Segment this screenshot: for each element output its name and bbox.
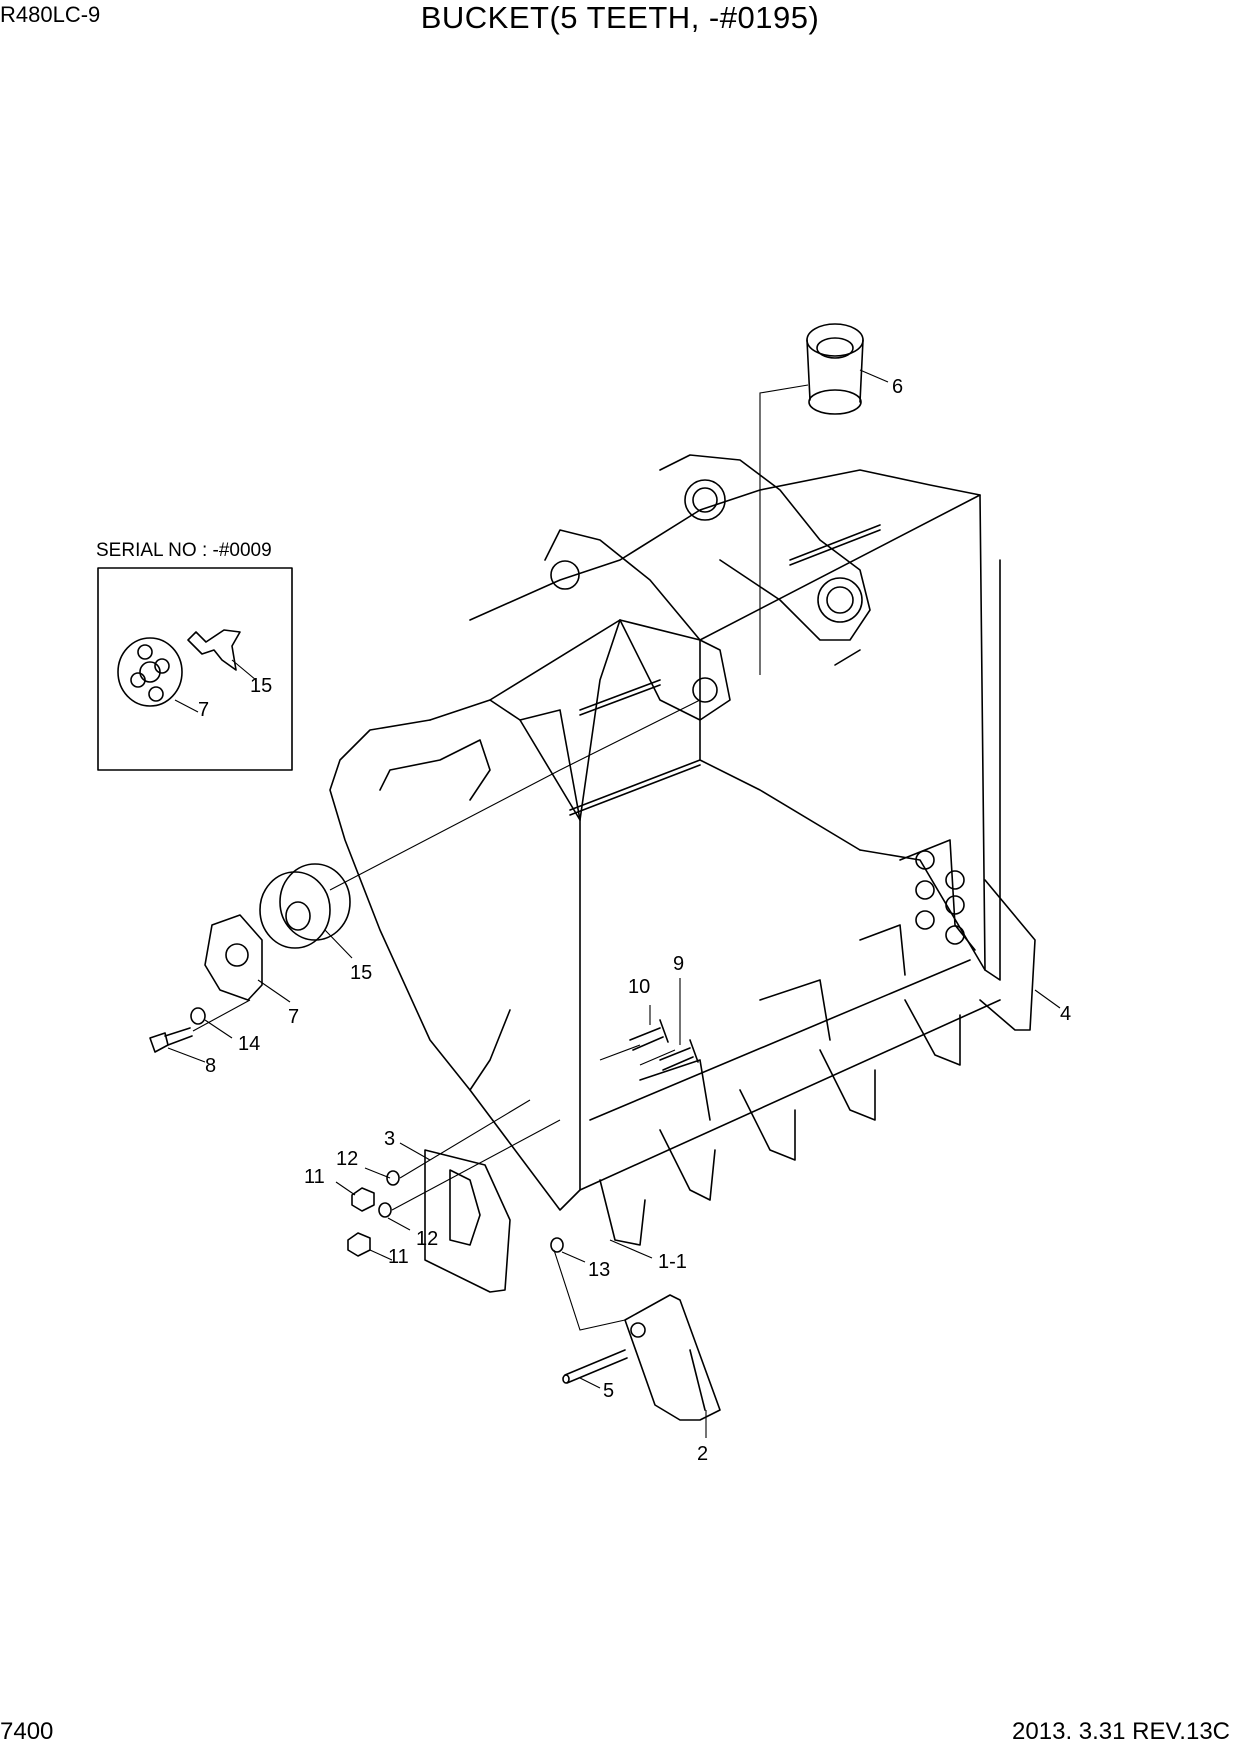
callout-12-upper: 12 bbox=[336, 1148, 358, 1170]
callout-8: 8 bbox=[205, 1055, 216, 1077]
washer-part-13 bbox=[550, 1237, 564, 1253]
nut-part-11-lower bbox=[347, 1232, 371, 1257]
bolt-part-10 bbox=[629, 1019, 669, 1051]
bolt-part-9 bbox=[659, 1039, 699, 1071]
inset-label-15: 15 bbox=[250, 675, 272, 697]
page-number: 7400 bbox=[0, 1718, 54, 1745]
callout-9: 9 bbox=[673, 953, 684, 975]
bushing-part-6 bbox=[806, 323, 864, 415]
inset-caption: SERIAL NO : -#0009 bbox=[96, 540, 272, 561]
washer-part-14 bbox=[190, 1007, 206, 1025]
callout-6: 6 bbox=[892, 376, 903, 398]
callout-12-lower: 12 bbox=[416, 1228, 438, 1250]
inset-plate-drawing bbox=[117, 637, 183, 707]
teeth-row bbox=[599, 924, 961, 1246]
callout-7: 7 bbox=[288, 1006, 299, 1028]
bolt-part-8 bbox=[149, 1027, 193, 1053]
callout-15: 15 bbox=[350, 962, 372, 984]
leader-lines bbox=[167, 369, 1061, 1438]
callout-11-lower: 11 bbox=[388, 1246, 409, 1268]
callout-11-upper: 11 bbox=[304, 1166, 325, 1188]
callout-10: 10 bbox=[628, 976, 650, 998]
callout-2: 2 bbox=[697, 1443, 708, 1465]
callout-3: 3 bbox=[384, 1128, 395, 1150]
inset-frame bbox=[97, 567, 293, 771]
washer-part-12-upper bbox=[386, 1170, 400, 1186]
inset-clip-drawing bbox=[187, 629, 241, 671]
nut-part-11-upper bbox=[351, 1187, 375, 1212]
plate-part-7 bbox=[204, 914, 263, 1001]
tooth-part-2 bbox=[624, 1294, 721, 1421]
shim-ring-part-15 bbox=[259, 863, 351, 949]
washer-part-12-lower bbox=[378, 1202, 392, 1218]
page-title: BUCKET(5 TEETH, -#0195) bbox=[420, 0, 820, 35]
pin-part-5 bbox=[562, 1349, 628, 1384]
callout-13: 13 bbox=[588, 1259, 610, 1281]
callout-1-1: 1-1 bbox=[658, 1251, 687, 1273]
callout-4: 4 bbox=[1060, 1003, 1071, 1025]
callout-5: 5 bbox=[603, 1380, 614, 1402]
side-plate-part-3 bbox=[424, 1149, 511, 1293]
model-code: R480LC-9 bbox=[0, 2, 101, 27]
revision-date: 2013. 3.31 REV.13C bbox=[1012, 1718, 1230, 1745]
inset-label-7: 7 bbox=[198, 699, 209, 721]
bucket-body bbox=[329, 454, 1036, 1211]
callout-14: 14 bbox=[238, 1033, 260, 1055]
